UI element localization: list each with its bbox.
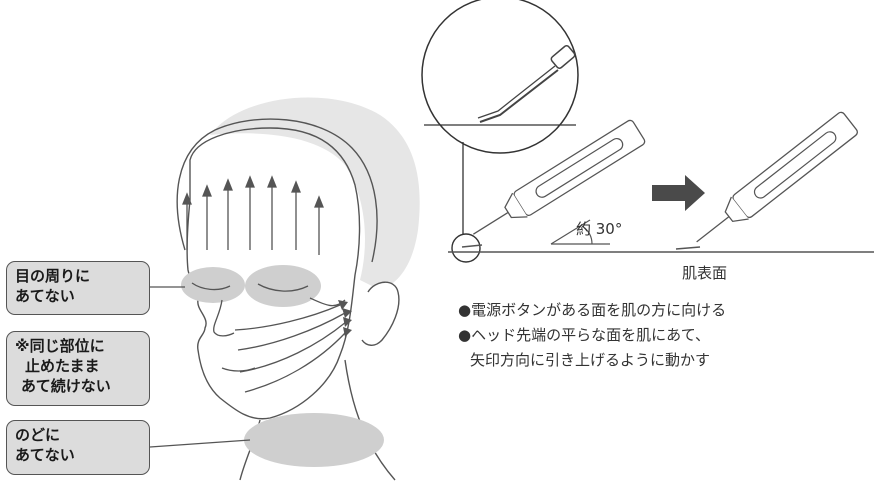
zoom-tool-shaft [479, 69, 559, 123]
instruction-2-cont: 矢印方向に引き上げるように動かす [470, 351, 711, 369]
contact-point-circle [451, 233, 481, 263]
callout-same-spot: ※同じ部位に 止めたまま あて続けない [6, 331, 150, 406]
head-outline [176, 118, 378, 263]
zoom-tool-shaft2 [477, 65, 556, 119]
left-eye-lid [191, 282, 231, 291]
callout-eyes: 目の周りに あてない [6, 261, 150, 315]
magnifier-circle [421, 0, 579, 154]
device-after [696, 111, 858, 243]
instruction-2: ●ヘッド先端の平らな面を肌にあて、 [458, 326, 711, 344]
callout-throat: のどに あてない [6, 420, 150, 475]
callout-eyes-line1: 目の周りに [15, 267, 91, 285]
zoom-tool-head [550, 45, 576, 69]
neck-right [344, 359, 396, 481]
skin-surface-label: 肌表面 [682, 264, 728, 282]
left-eye-zone [181, 267, 245, 303]
angle-line [550, 219, 591, 245]
instruction-1: ●電源ボタンがある面を肌の方に向ける [458, 301, 727, 319]
device-before-tip [461, 244, 483, 248]
cheek-arrowheads [338, 300, 352, 337]
forehead-arrows [182, 175, 324, 255]
callout-throat-line2: あてない [15, 446, 75, 464]
callout-throat-line1: のどに [15, 426, 61, 444]
throat-leader [149, 439, 251, 448]
callout-same-line1: ※同じ部位に [15, 337, 105, 355]
callout-same-line3: あて続けない [21, 377, 111, 395]
cheek-arrows [234, 297, 347, 393]
device-after-tip [675, 246, 701, 250]
angle-label: 約 30° [576, 220, 623, 238]
transition-arrow [652, 175, 705, 211]
angle-arc [581, 225, 593, 245]
throat-zone [244, 413, 384, 467]
right-eye-zone [245, 265, 321, 307]
ear [361, 281, 400, 346]
right-eye-lid [257, 283, 309, 292]
callout-eyes-line2: あてない [15, 287, 75, 305]
headband-shading [210, 97, 420, 290]
callout-same-line2: 止めたまま [25, 357, 100, 375]
nose [213, 299, 235, 337]
device-before [473, 119, 646, 235]
